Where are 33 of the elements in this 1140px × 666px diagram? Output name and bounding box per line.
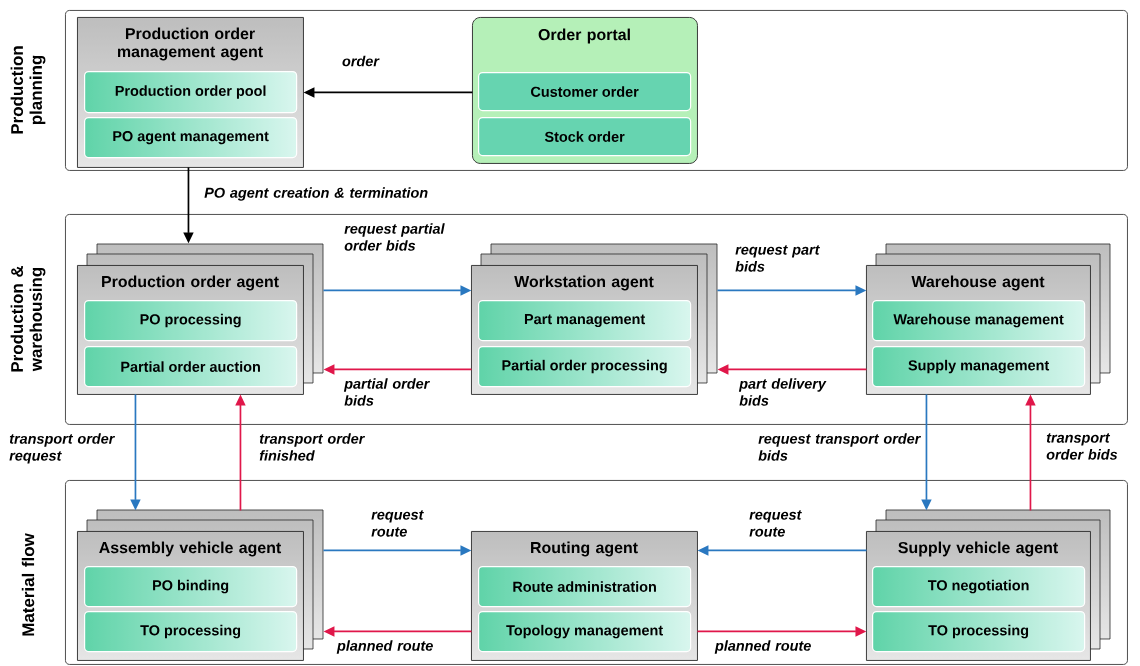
module-box: TO processing xyxy=(84,611,298,653)
edge-label: transport order bids xyxy=(1046,433,1118,460)
module-box: PO processing xyxy=(84,300,298,342)
module-box: PO agent management xyxy=(84,117,298,159)
module-box: Partial order processing xyxy=(478,346,692,388)
node-label: Production planning xyxy=(10,46,46,134)
module-box: Route administration xyxy=(478,566,692,608)
module-box: Stock order xyxy=(478,117,692,157)
edge-label: request route xyxy=(749,510,802,537)
module-box: PO binding xyxy=(84,566,298,608)
edge-label: partial order bids xyxy=(343,378,430,406)
module-box: Warehouse management xyxy=(872,300,1086,342)
node-label: Material flow xyxy=(21,533,35,636)
edge-label: order xyxy=(342,55,380,67)
module-box: Customer order xyxy=(478,72,692,112)
node-label: Production & warehousing xyxy=(10,265,46,372)
module-box: Part management xyxy=(478,300,692,342)
module-box: Supply management xyxy=(872,346,1086,388)
edge-label: request partial order bids xyxy=(344,223,445,251)
module-box: TO processing xyxy=(872,611,1086,653)
edge-label: transport order request xyxy=(9,433,115,464)
module-box: Topology management xyxy=(478,611,692,653)
edge-label: PO agent creation & termination xyxy=(204,187,428,201)
edge-label: transport order finished xyxy=(259,433,365,461)
module-box: Production order pool xyxy=(84,71,298,114)
edge-label: request route xyxy=(371,510,424,537)
edge-label: request transport order bids xyxy=(758,433,921,461)
edge-label: request part bids xyxy=(735,245,820,272)
module-box: Partial order auction xyxy=(84,346,298,388)
edge-label: planned route xyxy=(336,640,433,654)
module-box: TO negotiation xyxy=(872,566,1086,608)
edge-label: part delivery bids xyxy=(738,378,827,406)
edge-label: planned route xyxy=(714,640,811,654)
